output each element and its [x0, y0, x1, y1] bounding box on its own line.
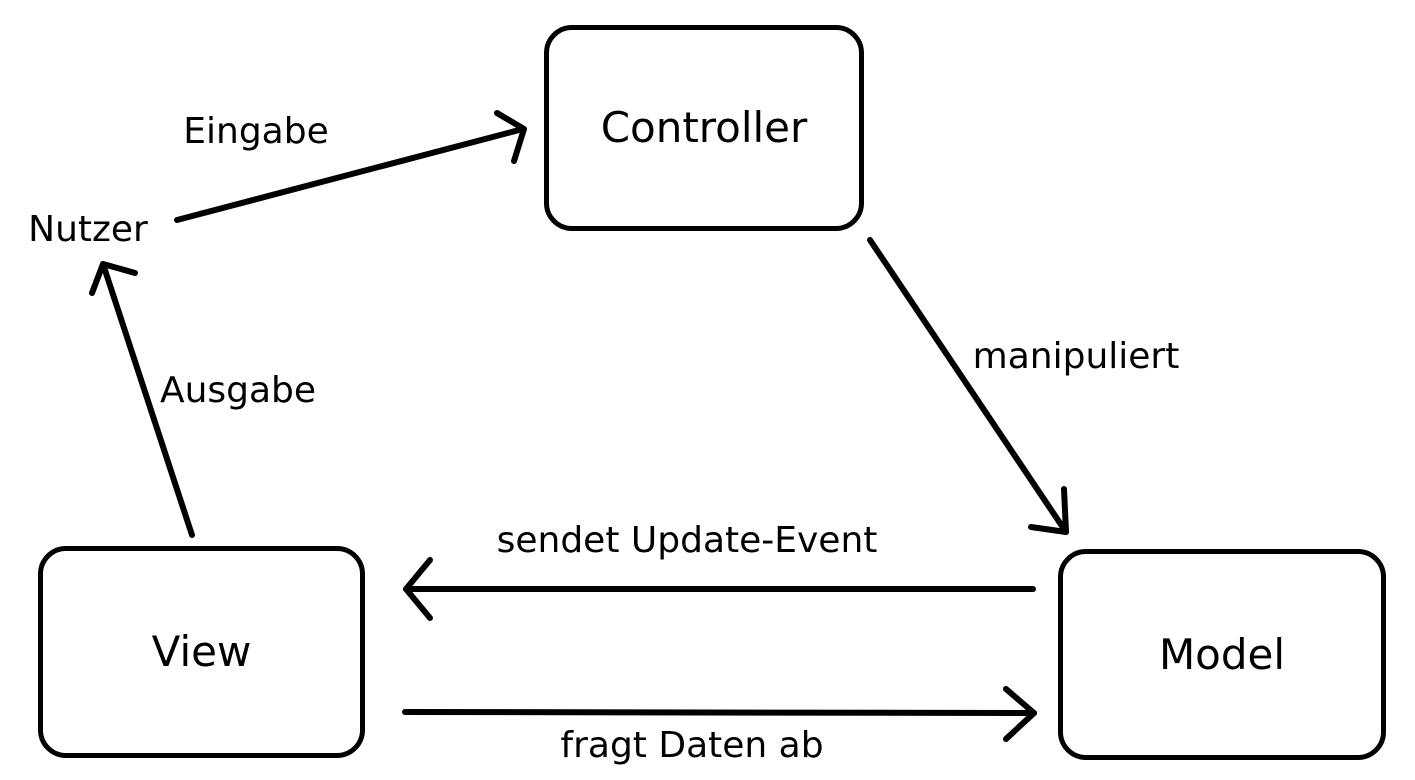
ausgabe-edge-label: Ausgabe: [159, 370, 317, 412]
model-node-label: Model: [1158, 629, 1286, 679]
ausgabe-arrow: [89, 261, 195, 538]
manipuliert-arrow: [867, 237, 1069, 535]
view-node: View: [38, 546, 365, 758]
update-event-arrow: [403, 557, 1036, 621]
eingabe-edge-label: Eingabe: [183, 111, 329, 153]
controller-node: Controller: [544, 25, 864, 231]
eingabe-arrow: [174, 110, 527, 223]
update-event-edge-label: sendet Update-Event: [496, 520, 878, 562]
model-node: Model: [1058, 549, 1386, 760]
controller-node-label: Controller: [600, 103, 808, 152]
view-node-label: View: [151, 627, 252, 676]
fragt-daten-edge-label: fragt Daten ab: [560, 725, 824, 767]
nutzer-actor-label: Nutzer: [28, 209, 148, 251]
fragt-daten-arrow: [402, 686, 1037, 742]
manipuliert-edge-label: manipuliert: [972, 336, 1180, 378]
